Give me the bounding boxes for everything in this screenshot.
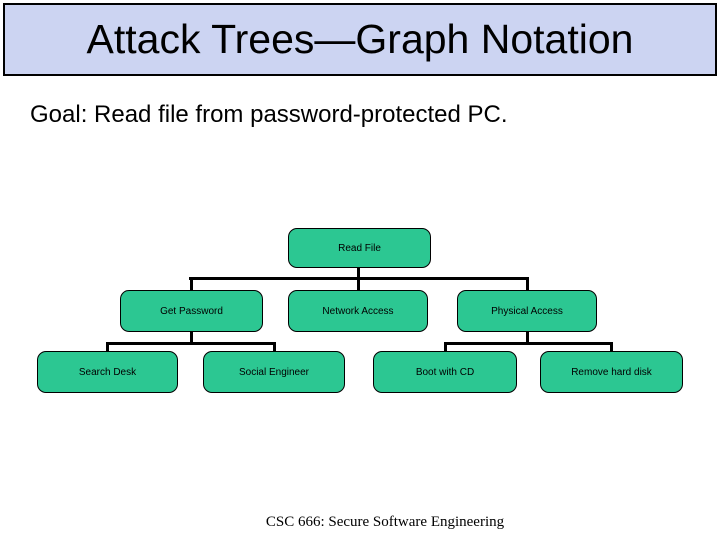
tree-node-label: Boot with CD xyxy=(415,366,475,378)
connector-remove-hard-disk-drop xyxy=(610,342,613,351)
tree-node-network-access: Network Access xyxy=(288,290,428,332)
tree-node-label: Physical Access xyxy=(491,305,563,317)
connector-physical-children-rail xyxy=(444,342,613,345)
tree-node-label: Search Desk xyxy=(78,366,137,378)
goal-text: Goal: Read file from password-protected … xyxy=(30,101,508,128)
connector-password-children-rail xyxy=(106,342,276,345)
connector-get-password-drop xyxy=(190,277,193,290)
tree-node-remove-hard-disk: Remove hard disk xyxy=(540,351,683,393)
tree-node-label: Remove hard disk xyxy=(571,366,652,378)
tree-node-label: Get Password xyxy=(160,305,223,317)
connector-social-engineer-drop xyxy=(273,342,276,351)
slide-title: Attack Trees—Graph Notation xyxy=(86,16,634,62)
slide-title-bar: Attack Trees—Graph Notation xyxy=(3,3,717,76)
connector-get-password-stem xyxy=(190,331,193,343)
tree-node-label: Network Access xyxy=(322,305,394,317)
tree-node-read-file: Read File xyxy=(288,228,431,268)
tree-node-label: Social Engineer xyxy=(238,366,310,378)
tree-node-social-engineer: Social Engineer xyxy=(203,351,345,393)
connector-physical-access-drop xyxy=(526,277,529,290)
tree-node-boot-with-cd: Boot with CD xyxy=(373,351,517,393)
connector-boot-with-cd-drop xyxy=(444,342,447,351)
tree-node-get-password: Get Password xyxy=(120,290,263,332)
tree-node-label: Read File xyxy=(338,242,381,254)
tree-node-search-desk: Search Desk xyxy=(37,351,178,393)
connector-physical-access-stem xyxy=(526,331,529,343)
tree-node-physical-access: Physical Access xyxy=(457,290,597,332)
connector-search-desk-drop xyxy=(106,342,109,351)
footer-text: CSC 666: Secure Software Engineering xyxy=(265,514,505,530)
connector-level2-rail xyxy=(189,277,529,280)
